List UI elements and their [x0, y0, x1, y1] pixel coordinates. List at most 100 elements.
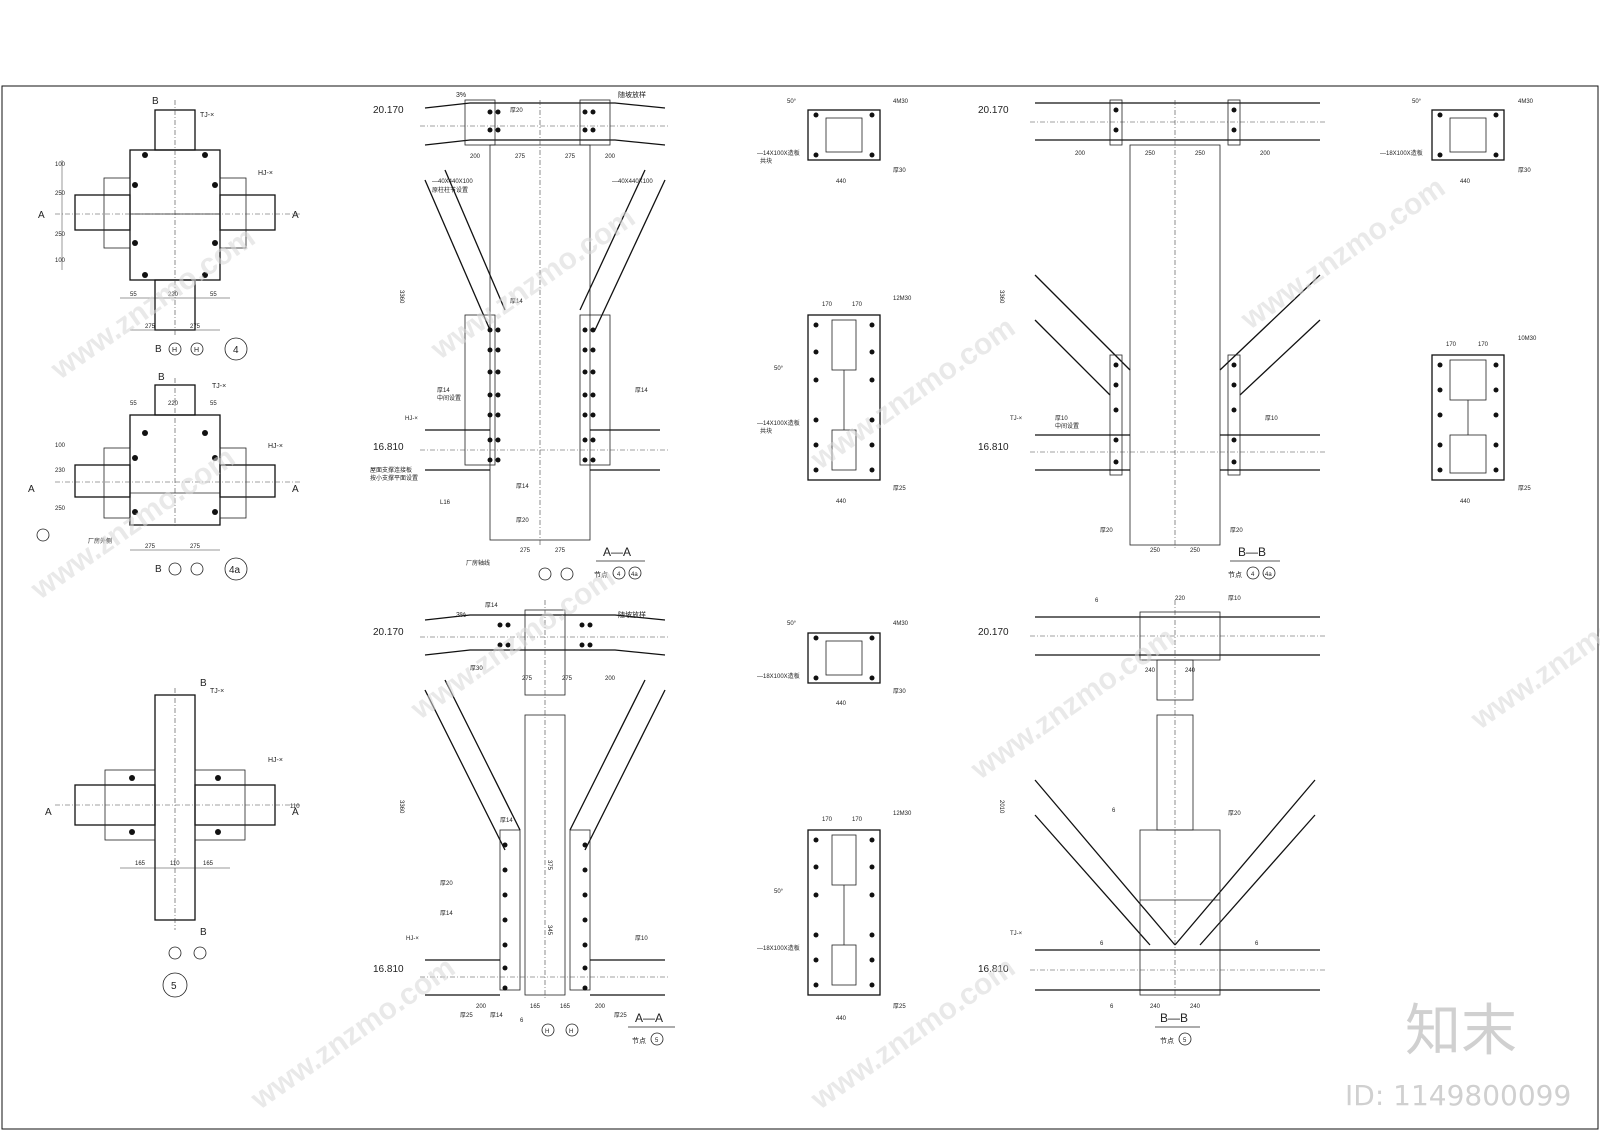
- ps1-width: 440: [836, 179, 847, 185]
- aa5-lbl7: 厚25: [460, 1012, 473, 1019]
- bb4-dim-t1: 200: [1075, 151, 1086, 157]
- d4a-secB-top: B: [158, 372, 165, 383]
- pl1-dim1: 170: [822, 302, 833, 308]
- bb5-dim-b2: 240: [1190, 1004, 1201, 1010]
- bb4-elev-top: 20.170: [978, 105, 1009, 116]
- d4a-dim-v3: 250: [55, 506, 66, 512]
- d4-dim-b1: 275: [145, 324, 156, 330]
- d4-dim-v1: 100: [55, 162, 66, 168]
- bb4-lbl1: 厚10: [1055, 415, 1068, 422]
- bb4-lbl3: 厚20: [1100, 527, 1113, 534]
- ps2-width: 440: [836, 701, 847, 707]
- wm-2: www.znzmo.com: [24, 441, 241, 607]
- aa5-title: A—A: [635, 1011, 663, 1025]
- pl2-stiff: —18X100X造板: [757, 944, 800, 952]
- section-aa-node4: 20.170 16.810 3% 随坡放样 3360 —40X440X100 —…: [370, 90, 670, 581]
- bb4-lbl4: 厚20: [1230, 527, 1243, 534]
- bb5-h2010: 2010: [998, 800, 1004, 814]
- aa4-dim-b2: 275: [555, 548, 566, 554]
- d4-axis-h2: H: [194, 347, 199, 354]
- ps3-stiff: —18X100X造板: [1380, 149, 1423, 157]
- plate-small-2: 50° 4M30 厚30 —18X100X造板 440: [757, 621, 909, 707]
- aa5-tag: 5: [655, 1038, 659, 1044]
- section-aa-node5: 20.170 16.810 3% 随坡放样 3360 厚14 厚30 厚14 厚…: [373, 600, 675, 1046]
- aa4-h3360: 3360: [398, 290, 404, 304]
- bb5-weld5: 6: [1110, 1004, 1114, 1010]
- ps1-bevel: 50°: [787, 99, 797, 105]
- ps3-bevel: 50°: [1412, 99, 1422, 105]
- ps2-bevel: 50°: [787, 621, 797, 627]
- aa5-dim-t4: 200: [605, 676, 616, 682]
- wm-10: www.znzmo.com: [804, 951, 1021, 1117]
- pl3-width: 440: [1460, 499, 1471, 505]
- pl3-dim1: 170: [1446, 342, 1457, 348]
- plate-large-1: 170 170 12M30 厚25 —14X100X造板 共块 50° 440: [757, 296, 912, 505]
- ps3-width: 440: [1460, 179, 1471, 185]
- aa4-dim-t3: 275: [565, 154, 576, 160]
- ps1-stiff-note: 共块: [760, 157, 772, 165]
- d5-hj-label: HJ-×: [268, 757, 283, 764]
- wm-9: www.znzmo.com: [244, 951, 461, 1117]
- bb5-dim-m2: 240: [1185, 668, 1196, 674]
- watermarks: www.znzmo.com www.znzmo.com www.znzmo.co…: [24, 171, 1600, 1117]
- aa4-dim-t2: 275: [515, 154, 526, 160]
- bb5-elev-bot: 16.810: [978, 964, 1009, 975]
- bb4-h3360: 3360: [998, 290, 1004, 304]
- ps2-bolts: 4M30: [893, 621, 909, 627]
- aa4-elev-top: 20.170: [373, 105, 404, 116]
- wm-7: www.znzmo.com: [1234, 171, 1451, 337]
- aa5-lbl4: 厚20: [440, 880, 453, 887]
- wm-8: www.znzmo.com: [1464, 571, 1600, 737]
- d4a-secA-right: A: [292, 484, 299, 495]
- bb5-tj: TJ-×: [1010, 931, 1023, 937]
- bb4-subtitle: 节点: [1228, 571, 1242, 579]
- pl1-dim2: 170: [852, 302, 863, 308]
- pl3-thk: 厚25: [1518, 485, 1531, 492]
- d4-dim-h3: 55: [210, 292, 217, 298]
- ps3-bolts: 4M30: [1518, 99, 1534, 105]
- aa4-lbl6: 厚14: [516, 483, 529, 490]
- bb4-lbl2: 厚10: [1265, 415, 1278, 422]
- aa5-hj: HJ-×: [406, 936, 419, 942]
- d4a-hj-label: HJ-×: [268, 443, 283, 450]
- aa4-elev-bot: 16.810: [373, 442, 404, 453]
- bb4-mid-note: 中间设置: [1055, 422, 1079, 430]
- pl2-bolts: 12M30: [893, 811, 912, 817]
- bb5-subtitle: 节点: [1160, 1037, 1174, 1045]
- pl2-dim1: 170: [822, 817, 833, 823]
- aa5-lbl2: 厚30: [470, 665, 483, 672]
- pl1-stiff: —14X100X造板: [757, 419, 800, 427]
- aa5-dim-t2: 275: [522, 676, 533, 682]
- pl1-thk: 厚25: [893, 485, 906, 492]
- bb4-tj: TJ-×: [1010, 416, 1023, 422]
- d4-secB-top: B: [152, 96, 159, 107]
- aa4-tag1: 4: [617, 572, 621, 578]
- aa5-v2: 345: [546, 925, 552, 936]
- bb5-dim-t: 220: [1175, 596, 1186, 602]
- d4-axis-h1: H: [172, 347, 177, 354]
- brand-logo: 知末: [1405, 999, 1517, 1064]
- d5-tag: 5: [171, 981, 177, 992]
- d4-secA-left: A: [38, 210, 45, 221]
- d4-tj-label: TJ-×: [200, 112, 214, 119]
- d4-dim-v2: 250: [55, 191, 66, 197]
- d5-dim-h3: 165: [203, 861, 214, 867]
- bb4-title: B—B: [1238, 545, 1266, 559]
- aa4-lbl4: 厚14: [635, 387, 648, 394]
- aa5-weld: 6: [520, 1018, 524, 1024]
- aa5-lbl9: 厚14: [490, 1012, 503, 1019]
- d4-tag: 4: [233, 345, 239, 356]
- d5-secA-right: A: [292, 807, 299, 818]
- d4a-dim-b2: 275: [190, 544, 201, 550]
- aa5-lbl8: 厚25: [614, 1012, 627, 1019]
- d4a-secA-left: A: [28, 484, 35, 495]
- bb5-weld3: 6: [1100, 941, 1104, 947]
- d4-secB-bot: B: [155, 344, 162, 355]
- bb5-dim-b1: 240: [1150, 1004, 1161, 1010]
- aa5-lbl6: 厚10: [635, 935, 648, 942]
- d4a-dim-v1: 100: [55, 443, 66, 449]
- aa4-tag2: 4a: [631, 572, 638, 578]
- pl2-dim2: 170: [852, 817, 863, 823]
- d5-secB-bot: B: [200, 927, 207, 938]
